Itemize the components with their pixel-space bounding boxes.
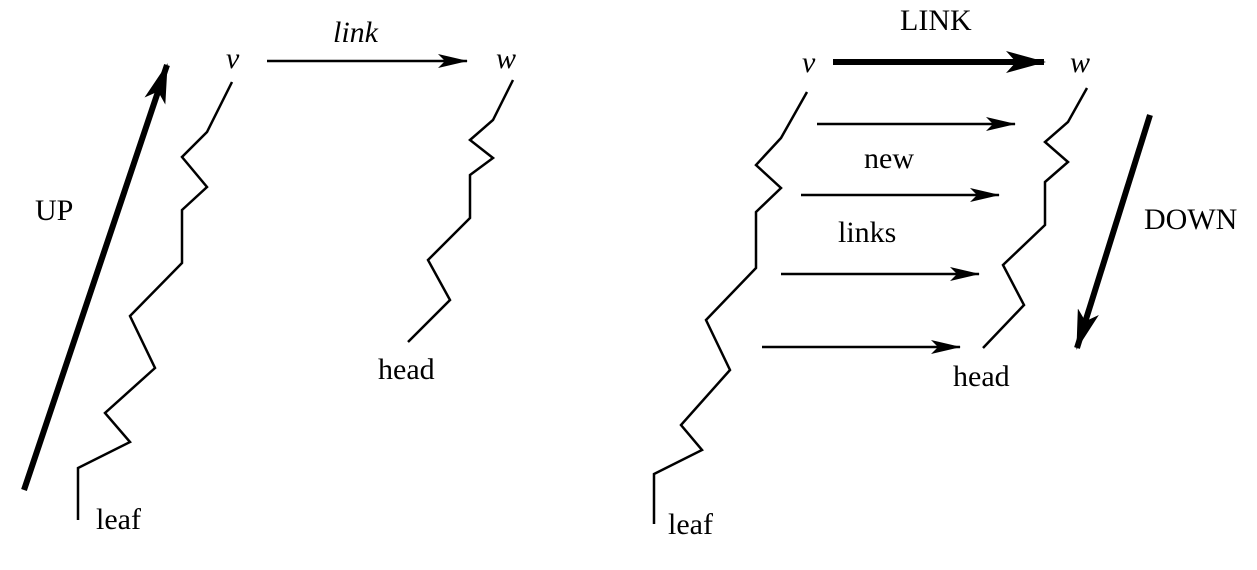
right-node-w-label: w: [1070, 46, 1090, 79]
right-head-label: head: [953, 360, 1010, 393]
left-node-w-label: w: [496, 42, 516, 75]
left-panel: v w link UP head leaf: [21, 16, 516, 536]
right-edge-label: LINK: [900, 4, 972, 37]
right-head-to-w-path: [982, 87, 1089, 349]
links-label: links: [838, 216, 896, 249]
down-arrow: [1074, 114, 1153, 350]
left-leaf-label: leaf: [96, 503, 141, 536]
down-label: DOWN: [1144, 203, 1237, 236]
left-node-v-label: v: [226, 42, 240, 75]
right-node-v-label: v: [802, 46, 816, 79]
left-leaf-to-v-path: [76, 81, 234, 520]
right-panel: v w LINK new links DOWN head leaf: [652, 4, 1237, 541]
up-label: UP: [35, 194, 73, 227]
right-leaf-label: leaf: [668, 508, 713, 541]
left-head-label: head: [378, 353, 435, 386]
up-arrow: [21, 63, 170, 491]
left-head-to-w-path: [407, 79, 515, 343]
right-leaf-to-v-path: [652, 91, 809, 524]
new-label: new: [864, 142, 914, 175]
left-edge-label: link: [333, 16, 379, 49]
